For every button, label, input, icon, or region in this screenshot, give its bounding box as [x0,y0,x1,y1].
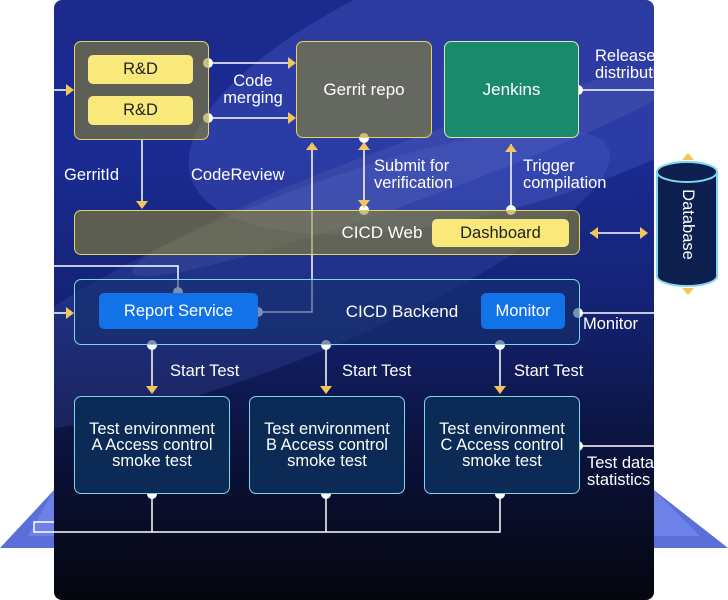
codereview-label: CodeReview [191,166,285,184]
rd-top-node: R&D [88,55,193,84]
database-label-wrap: Database [656,161,718,287]
cicd-web-label: CICD Web [341,222,423,242]
test-data-statistics-label: Test data statistics [587,455,654,489]
monitor-side-label: Monitor [583,315,639,333]
start-test-a-label: Start Test [170,362,240,380]
rd-bottom-node: R&D [88,96,193,125]
database-label: Database [678,188,697,260]
start-test-c-label: Start Test [514,362,584,380]
jenkins-node: Jenkins [444,41,579,138]
trigger-compilation-label: Trigger compilation [523,157,607,192]
database-node [656,161,718,287]
release-distribution-label: Release distribution [595,48,654,82]
gerritid-label: GerritId [64,166,120,184]
test-env-b-label: Test environment B Access control smoke … [264,420,390,470]
test-env-b-node: Test environment B Access control smoke … [249,396,405,494]
dashboard-node: Dashboard [432,219,569,247]
monitor-node: Monitor [481,293,565,329]
start-test-b-label: Start Test [342,362,412,380]
test-env-c-node: Test environment C Access control smoke … [424,396,580,494]
test-env-a-label: Test environment A Access control smoke … [89,420,215,470]
submit-verification-label: Submit for verification [374,157,453,192]
test-env-a-node: Test environment A Access control smoke … [74,396,230,494]
report-service-node: Report Service [99,293,258,329]
cicd-backend-label: CICD Backend [345,302,459,321]
gerrit-repo-node: Gerrit repo [296,41,432,138]
test-env-c-label: Test environment C Access control smoke … [439,420,565,470]
code-merging-label: Code merging [223,72,283,107]
